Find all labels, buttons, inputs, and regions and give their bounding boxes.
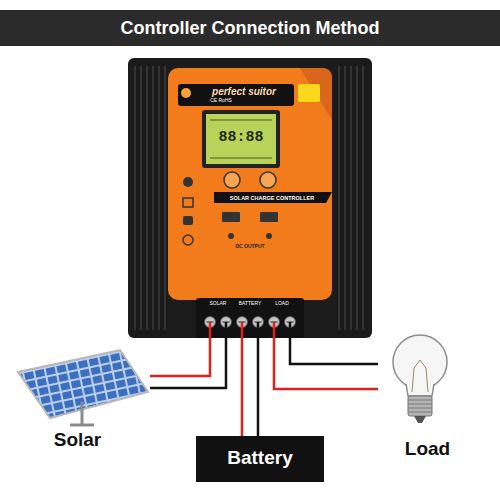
wire (290, 322, 378, 364)
solar-panel-node: Solar (5, 345, 150, 455)
wire (150, 322, 210, 376)
battery-box: Battery (196, 436, 324, 482)
terminal-screws (205, 317, 296, 328)
load-node: Load (378, 330, 477, 464)
title-bar: Controller Connection Method (0, 10, 500, 46)
node-label: Solar (21, 429, 135, 451)
controller-body (128, 58, 372, 338)
panel-label: SOLAR CHARGE CONTROLLER (220, 195, 324, 201)
panel-label: 88:88 (206, 130, 276, 147)
wire (241, 322, 244, 436)
panel-label: BATTERY (232, 301, 268, 307)
title-text: Controller Connection Method (0, 10, 500, 46)
node-label: perfect suitor (187, 86, 301, 97)
wire (150, 322, 226, 388)
solar-panel (18, 350, 148, 425)
panel-label: SOLAR (203, 301, 233, 307)
light-bulb (393, 335, 447, 423)
wire-pair (150, 322, 226, 388)
wire-pair (242, 322, 258, 436)
panel-label: CE RoHS (196, 98, 246, 104)
wire-pair (274, 322, 378, 389)
node-label: Load (378, 438, 477, 460)
panel-label: DC OUTPUT (220, 244, 280, 250)
wire (274, 322, 378, 389)
charge-controller: perfect suitor (128, 58, 372, 322)
wire (257, 322, 260, 436)
panel-label: LOAD (267, 301, 297, 307)
node-label: Battery (196, 447, 324, 469)
